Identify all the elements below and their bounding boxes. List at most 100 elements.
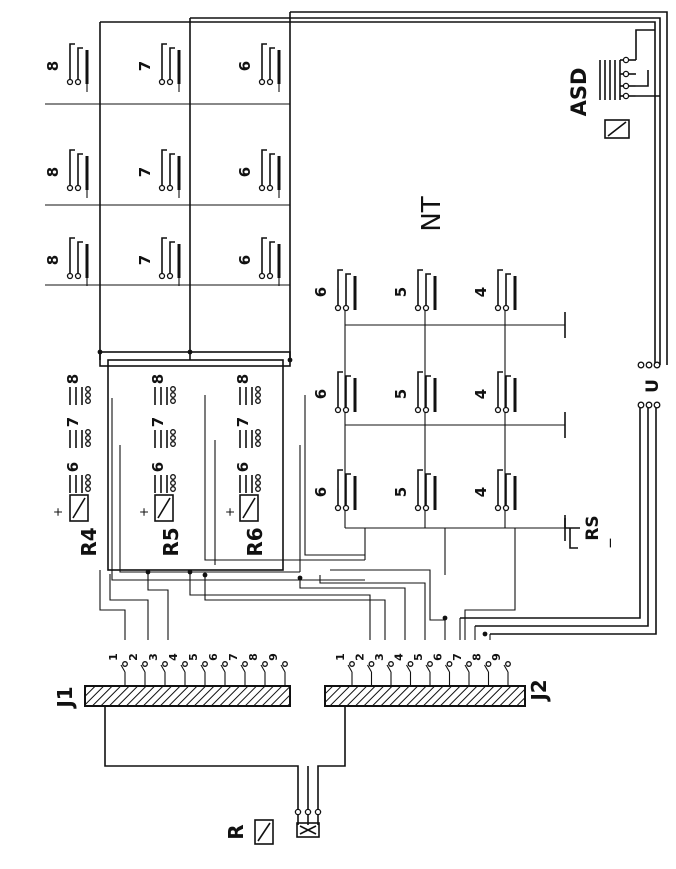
j2-pin-label: 6	[432, 653, 445, 661]
j1-pin-label: 9	[267, 653, 280, 661]
top-switch-label: 7	[136, 167, 154, 177]
relay-block-wiring	[97, 349, 516, 640]
top-switch-label: 8	[44, 167, 62, 177]
top-switch	[258, 149, 281, 192]
label-rs-sign: _	[592, 538, 612, 548]
relay-contact-label: 6	[149, 462, 167, 472]
j1-pin-label: 5	[187, 653, 200, 661]
j1-pin-label: 7	[227, 653, 240, 661]
relay-coil	[154, 494, 174, 522]
nt-switch	[494, 371, 517, 414]
asd-element	[599, 56, 636, 139]
top-switch-label: 6	[236, 167, 254, 177]
nt-switch	[334, 371, 357, 414]
relay-contact	[69, 474, 91, 493]
nt-switch	[414, 469, 437, 512]
nt-switch-label: 6	[312, 389, 330, 399]
top-switch-label: 7	[136, 61, 154, 71]
j1-pin-label: 3	[147, 653, 160, 661]
relay-contact	[239, 474, 261, 493]
label-r6-plus: +	[223, 507, 237, 517]
relay-contact-label: 8	[149, 374, 167, 384]
relay-contact-label: 6	[234, 462, 252, 472]
nt-switch-label: 6	[312, 487, 330, 497]
top-matrix-rowlines	[45, 103, 290, 286]
j1-pin-label: 4	[167, 653, 180, 661]
label-r6: R6	[243, 527, 267, 556]
top-switch	[158, 149, 181, 192]
top-switch	[158, 237, 181, 280]
j2-pin-label: 3	[373, 653, 386, 661]
rs-terminal	[564, 518, 580, 549]
relay-contact-label: 8	[234, 374, 252, 384]
relays: 6 7 8 6 7 8 6 7 8	[64, 374, 261, 522]
top-switch	[66, 43, 89, 86]
j1-pin-label: 6	[207, 653, 220, 661]
label-r5-plus: +	[137, 507, 151, 517]
top-switch	[158, 43, 181, 86]
u-terminal	[637, 361, 661, 409]
relay-contact-label: 7	[234, 417, 252, 427]
r-cable	[104, 706, 346, 838]
j2-pin-label: 2	[354, 653, 367, 661]
top-switch-label: 8	[44, 61, 62, 71]
nt-switch	[334, 469, 357, 512]
j2-connector-block	[324, 685, 526, 707]
relay-contact	[154, 474, 176, 493]
relay-contact-label: 8	[64, 374, 82, 384]
nt-switch-label: 5	[392, 487, 410, 497]
label-j2: J2	[527, 679, 551, 702]
label-r5: R5	[159, 527, 183, 556]
nt-switch-label: 4	[472, 287, 490, 297]
relay-contact	[154, 386, 176, 405]
relay-contact-label: 7	[64, 417, 82, 427]
label-nt: NT	[417, 196, 447, 231]
label-j1: J1	[53, 686, 77, 709]
top-switch	[66, 149, 89, 192]
label-r4: R4	[77, 527, 101, 556]
nt-switch	[414, 269, 437, 312]
top-switch-label: 6	[236, 61, 254, 71]
label-u: U	[643, 379, 663, 393]
j1-pin-label: 1	[107, 653, 120, 661]
nt-switch	[414, 371, 437, 414]
outer-wiring	[99, 11, 668, 635]
relay-contact	[239, 429, 261, 448]
j2-pin-label: 4	[393, 653, 406, 661]
label-rs: RS	[583, 515, 603, 540]
relay-coil	[69, 494, 89, 522]
nt-switch	[494, 469, 517, 512]
top-switch	[258, 43, 281, 86]
nt-switch	[334, 269, 357, 312]
label-r4-plus: +	[51, 507, 65, 517]
relay-coil	[239, 494, 259, 522]
label-r: R	[224, 824, 248, 839]
label-asd: ASD	[567, 68, 591, 117]
relay-contact	[239, 386, 261, 405]
relay-contact	[154, 429, 176, 448]
nt-switch-label: 4	[472, 487, 490, 497]
top-switch	[66, 237, 89, 280]
j2-pin-label: 1	[334, 653, 347, 661]
top-switch	[258, 237, 281, 280]
j2-pin-label: 7	[451, 653, 464, 661]
nt-matrix-wiring	[344, 310, 566, 541]
nt-switch	[494, 269, 517, 312]
nt-switch-label: 6	[312, 287, 330, 297]
j1-pin-label: 8	[247, 653, 260, 661]
j1-pin-label: 2	[127, 653, 140, 661]
relay-contact-label: 7	[149, 417, 167, 427]
j2-pin-label: 5	[412, 653, 425, 661]
relay-contact	[69, 429, 91, 448]
top-switch-label: 7	[136, 255, 154, 265]
relay-contact-label: 6	[64, 462, 82, 472]
r-element	[254, 819, 274, 845]
j1-connector-block	[84, 685, 291, 707]
top-switch-label: 8	[44, 255, 62, 265]
